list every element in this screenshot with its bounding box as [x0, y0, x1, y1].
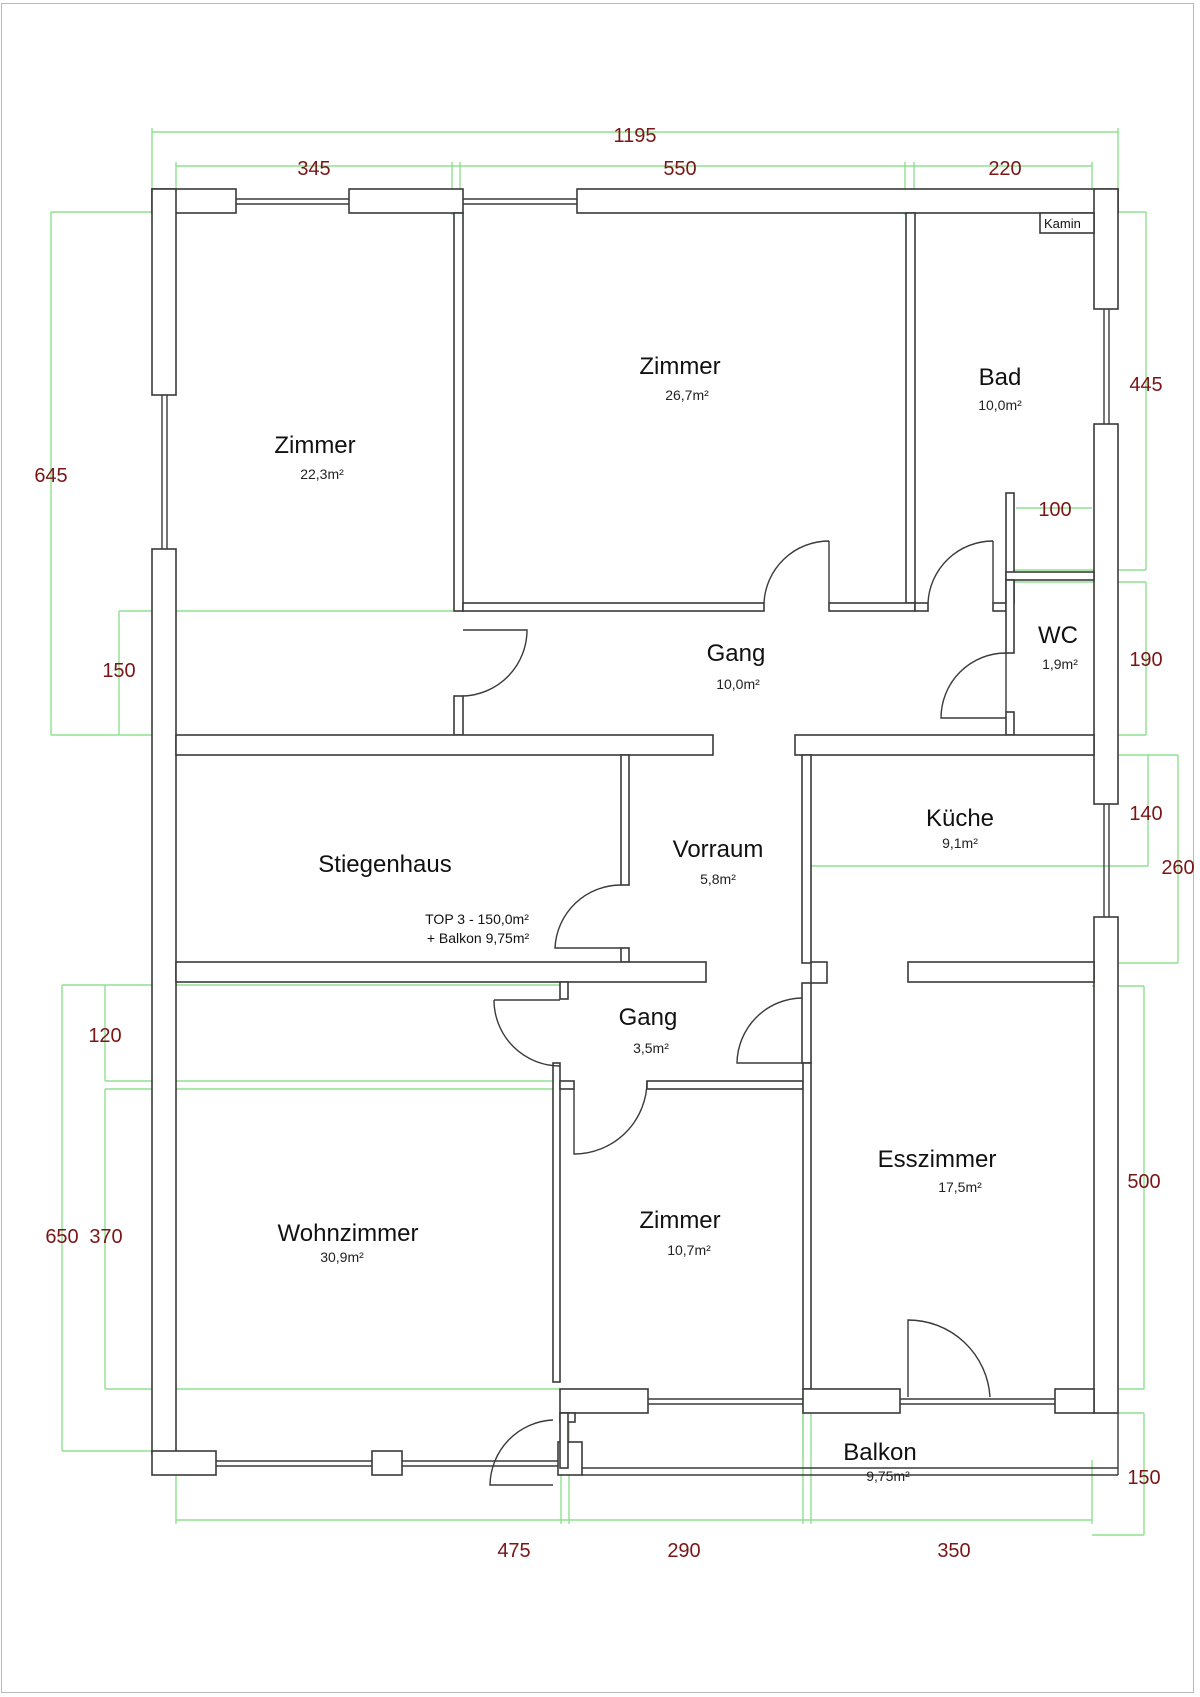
room-area: 1,9m² [1042, 656, 1078, 672]
room-labels: Zimmer 22,3m² Zimmer 26,7m² Bad 10,0m² W… [274, 353, 1078, 1484]
unit-summary: TOP 3 - 150,0m² + Balkon 9,75m² [425, 911, 529, 946]
door-entrance [554, 884, 622, 949]
page-frame [1, 3, 1194, 1693]
room-stiegenhaus: Stiegenhaus [318, 851, 451, 878]
room-name: Vorraum [673, 836, 764, 863]
walls [151, 188, 1119, 1476]
dim-right-190: 190 [1129, 649, 1162, 671]
room-name: Wohnzimmer [278, 1220, 419, 1247]
door-zimmer-3 [573, 1080, 648, 1155]
room-area: 22,3m² [300, 466, 344, 482]
room-gang-1: Gang 10,0m² [707, 640, 766, 692]
dim-right-140: 140 [1129, 803, 1162, 825]
dim-left-370: 370 [89, 1226, 122, 1248]
room-name: Zimmer [639, 1207, 720, 1234]
kamin-label: Kamin [1044, 216, 1081, 231]
dim-top-2: 550 [663, 158, 696, 180]
room-vorraum: Vorraum 5,8m² [673, 836, 764, 887]
room-name: Gang [619, 1004, 678, 1031]
room-kueche: Küche 9,1m² [926, 805, 994, 851]
dim-right-100: 100 [1038, 499, 1071, 521]
room-name: Gang [707, 640, 766, 667]
dim-left-650: 650 [45, 1226, 78, 1248]
kamin-box [1039, 212, 1095, 234]
door-zimmer-2 [763, 540, 830, 604]
room-area: 17,5m² [938, 1179, 982, 1195]
dim-left-120: 120 [88, 1025, 121, 1047]
door-zimmer-1 [462, 629, 528, 697]
door-wc [940, 652, 1007, 719]
dim-top-1: 345 [297, 158, 330, 180]
room-zimmer-1: Zimmer 22,3m² [274, 432, 355, 482]
room-name: Zimmer [274, 432, 355, 459]
room-area: 3,5m² [633, 1040, 669, 1056]
room-area: 10,0m² [716, 676, 760, 692]
unit-summary-line-1: TOP 3 - 150,0m² [425, 911, 529, 927]
doors [462, 540, 1007, 1486]
unit-summary-line-2: + Balkon 9,75m² [427, 930, 530, 946]
room-area: 5,8m² [700, 871, 736, 887]
dim-right-150: 150 [1127, 1467, 1160, 1489]
dim-top-3: 220 [988, 158, 1021, 180]
room-name: Zimmer [639, 353, 720, 380]
room-name: Esszimmer [878, 1146, 997, 1173]
room-area: 9,1m² [942, 835, 978, 851]
room-area: 9,75m² [866, 1468, 910, 1484]
room-balkon: Balkon 9,75m² [843, 1439, 916, 1484]
dim-left-150: 150 [102, 660, 135, 682]
door-esszimmer [736, 997, 803, 1064]
room-area: 10,0m² [978, 397, 1022, 413]
dim-bottom-1: 475 [497, 1540, 530, 1562]
dim-right-445: 445 [1129, 374, 1162, 396]
door-wohnzimmer-balkon [489, 1419, 554, 1486]
room-gang-2: Gang 3,5m² [619, 1004, 678, 1056]
dim-left-645: 645 [34, 465, 67, 487]
room-esszimmer: Esszimmer 17,5m² [878, 1146, 997, 1195]
dim-right-260: 260 [1161, 857, 1194, 879]
dimension-labels: 1195 345 550 220 475 290 350 645 150 120… [34, 125, 1194, 1562]
dim-top-total: 1195 [613, 125, 656, 147]
room-bad: Bad 10,0m² [978, 364, 1022, 413]
room-area: 26,7m² [665, 387, 709, 403]
room-name: Küche [926, 805, 994, 832]
door-balkon [907, 1319, 991, 1398]
room-area: 10,7m² [667, 1242, 711, 1258]
dim-bottom-2: 290 [667, 1540, 700, 1562]
room-name: Bad [979, 364, 1022, 391]
room-zimmer-3: Zimmer 10,7m² [639, 1207, 720, 1258]
room-wohnzimmer: Wohnzimmer 30,9m² [278, 1220, 419, 1265]
room-name: WC [1038, 622, 1078, 649]
dimension-lines [50, 128, 1179, 1536]
room-name: Stiegenhaus [318, 851, 451, 878]
door-gang-2 [493, 999, 561, 1067]
room-name: Balkon [843, 1439, 916, 1466]
dim-right-500: 500 [1127, 1171, 1160, 1193]
room-zimmer-2: Zimmer 26,7m² [639, 353, 720, 403]
room-wc: WC 1,9m² [1038, 622, 1078, 672]
dim-bottom-3: 350 [937, 1540, 970, 1562]
room-area: 30,9m² [320, 1249, 364, 1265]
door-bad [927, 540, 994, 604]
